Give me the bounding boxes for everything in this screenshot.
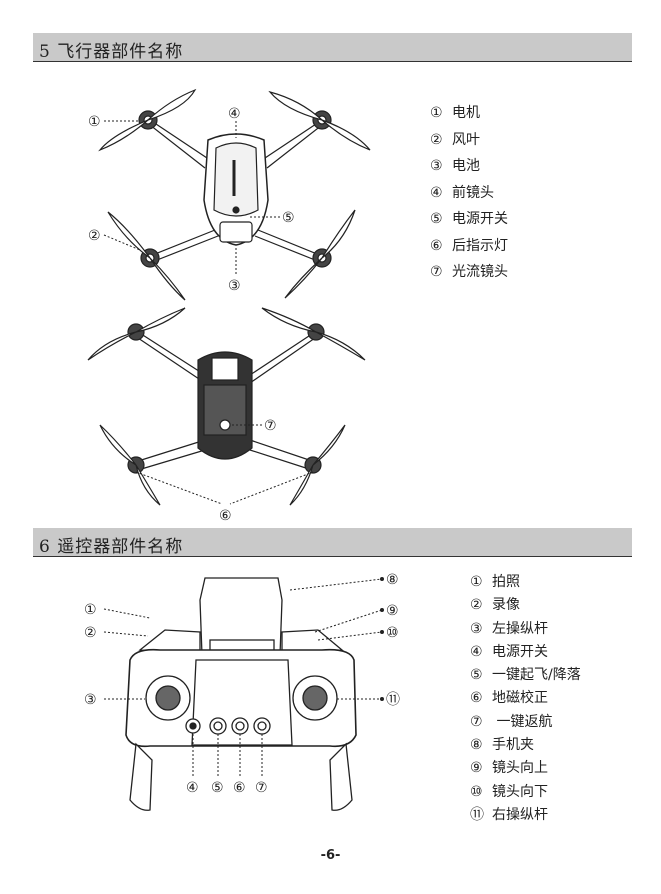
rc-callout-10: ⑩: [386, 625, 399, 641]
rc-callout-5: ⑤: [211, 780, 224, 796]
section-header-remote-parts: 6 遥控器部件名称: [33, 528, 632, 557]
rc-callout-8: ⑧: [386, 572, 399, 588]
callout-dots: [380, 577, 384, 701]
callout-7: ⑦: [264, 418, 277, 434]
rc-callout-9: ⑨: [386, 603, 399, 619]
callout-4: ④: [228, 106, 241, 122]
rc-callout-6: ⑥: [233, 780, 246, 796]
rc-callout-11: ⑪: [386, 692, 400, 708]
rc-callout-2: ②: [84, 625, 97, 641]
page-number: -6-: [320, 848, 341, 863]
legend-item: ⑦ 一键返航: [470, 713, 553, 730]
rc-callout-1: ①: [84, 602, 97, 618]
section-title: 5 飞行器部件名称: [39, 42, 184, 62]
callout-2: ②: [88, 228, 101, 244]
rc-callout-3: ③: [84, 692, 97, 708]
remote-controller-illustration: [125, 577, 357, 811]
callout-6: ⑥: [219, 508, 232, 524]
callout-labels: ① ④ ⑤ ② ③ ⑦ ⑥ ① ② ③ ⑧ ⑨ ⑩ ⑪ ④ ⑤ ⑥ ⑦: [84, 106, 400, 796]
drone-top-view-illustration: [98, 88, 371, 301]
remote-callout-lines: [103, 578, 383, 778]
drone-bottom-view-illustration: [87, 307, 366, 506]
callout-3: ③: [228, 278, 241, 294]
drone-top-callout-lines: [103, 120, 280, 275]
callout-1: ①: [88, 114, 101, 130]
rc-callout-7: ⑦: [255, 780, 268, 796]
callout-5: ⑤: [282, 210, 295, 226]
rc-callout-4: ④: [186, 780, 199, 796]
drone-bottom-callout-lines: [135, 424, 314, 505]
section-header-drone-parts: 5 飞行器部件名称: [33, 33, 632, 62]
section-title: 6 遥控器部件名称: [39, 537, 184, 557]
